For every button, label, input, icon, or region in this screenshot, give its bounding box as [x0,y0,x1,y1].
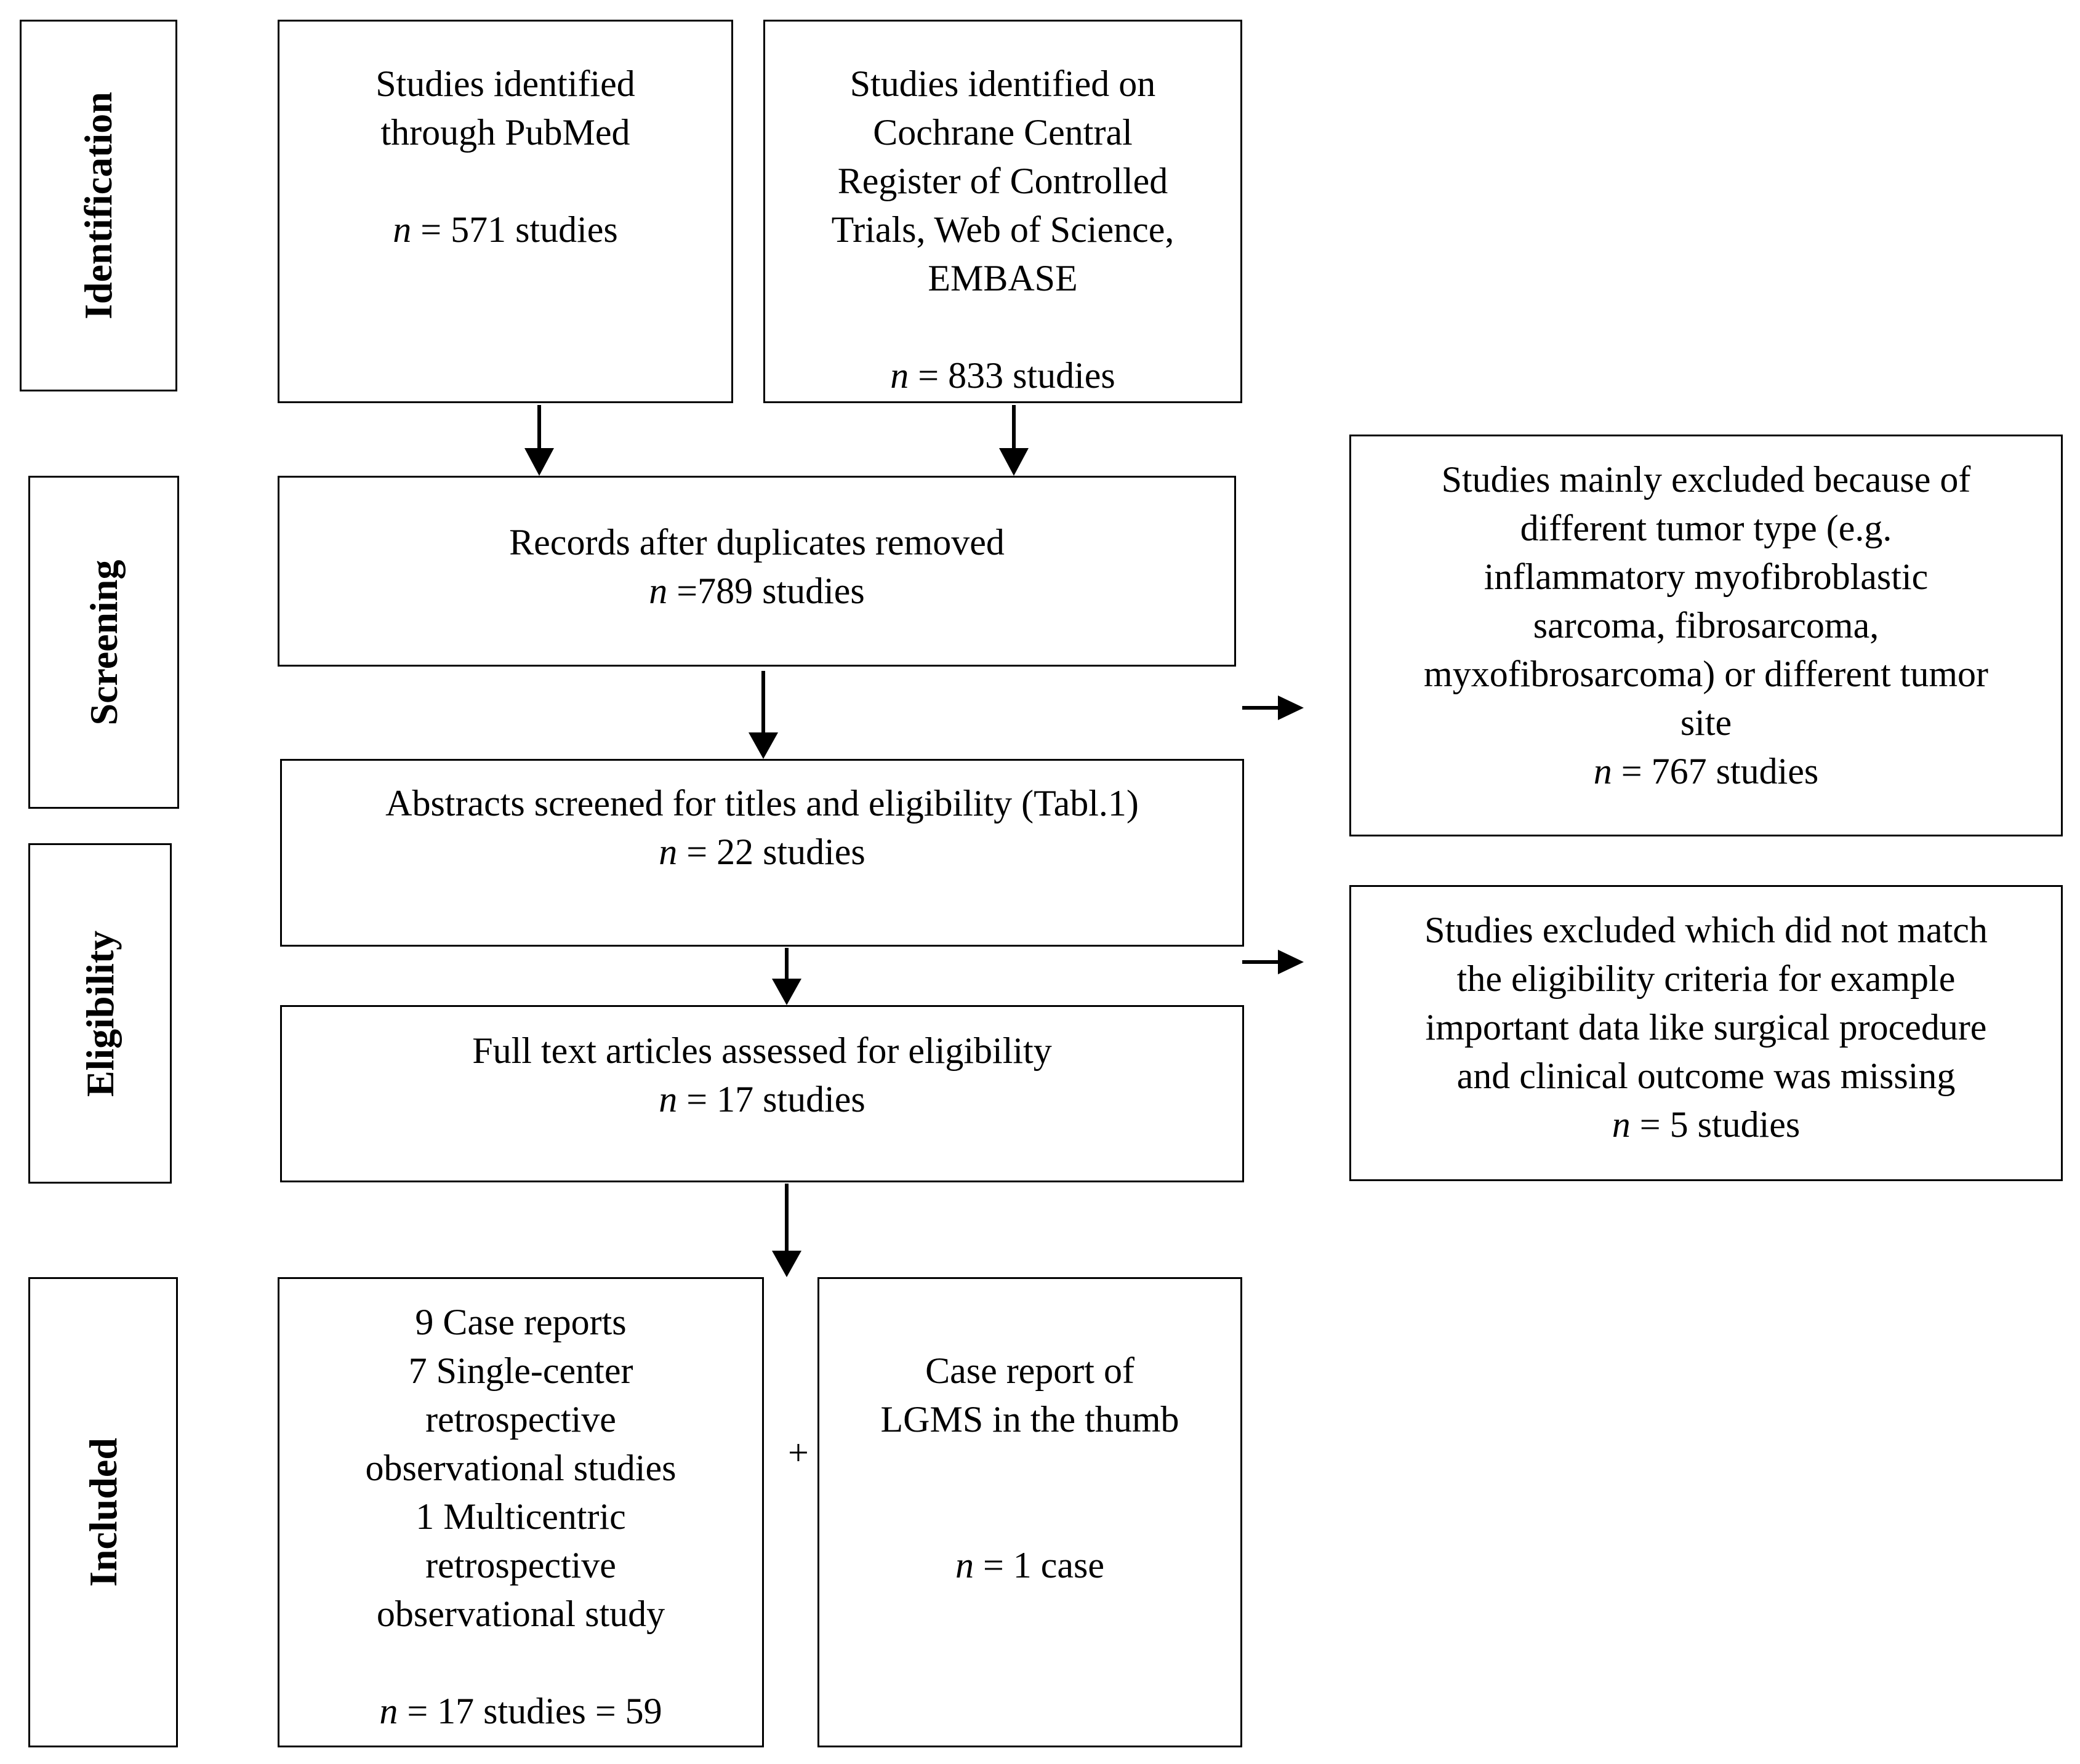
excluded-eligibility-line-3: important data like surgical procedure [1425,1007,1987,1048]
other-db-line-2: Cochrane Central [873,112,1133,153]
excluded-eligibility-count: n = 5 studies [1612,1104,1801,1145]
included-line-7: observational study [376,1594,665,1634]
other-db-line-1: Studies identified on [849,63,1156,104]
excluded-tumor-line-5: myxofibrosarcoma) or different tumor [1424,654,1988,694]
other-db-line-3: Register of Controlled [837,161,1168,201]
arrow-fulltext-to-included [772,1184,801,1277]
excluded-tumor-count: n = 767 studies [1593,751,1819,792]
arrow-duplicates-to-abstracts [749,671,778,759]
pubmed-count: n = 571 studies [393,209,618,250]
other-databases-box: Studies identified on Cochrane Central R… [763,20,1242,403]
included-line-4: observational studies [365,1448,677,1488]
arrow-to-excluded-tumor [1242,696,1304,720]
excluded-eligibility-line-4: and clinical outcome was missing [1456,1056,1956,1096]
included-count: n = 17 studies = 59 [379,1691,662,1731]
other-db-count: n = 833 studies [890,355,1115,396]
arrow-to-excluded-eligibility [1242,950,1304,974]
excluded-tumor-box: Studies mainly excluded because of diffe… [1349,435,2063,836]
excluded-eligibility-box: Studies excluded which did not match the… [1349,885,2063,1181]
arrow-abstracts-to-fulltext [772,948,801,1005]
pubmed-line-1: Studies identified [375,63,635,104]
abstracts-line: Abstracts screened for titles and eligib… [385,783,1139,824]
case-report-line-1: Case report of [925,1350,1134,1391]
included-line-2: 7 Single-center [408,1350,633,1391]
full-text-line: Full text articles assessed for eligibil… [472,1030,1052,1071]
included-line-1: 9 Case reports [415,1302,627,1342]
other-db-line-5: EMBASE [928,258,1078,299]
duplicates-count: n =789 studies [649,571,865,611]
duplicates-removed-box: Records after duplicates removed n =789 … [278,476,1236,667]
arrow-pubmed-to-duplicates [524,405,554,476]
stage-identification: Identification [20,20,177,391]
case-report-box: Case report of LGMS in the thumb n = 1 c… [817,1277,1242,1747]
plus-sign: + [788,1432,809,1473]
stage-eligibility: Eligibility [28,843,172,1184]
excluded-eligibility-line-1: Studies excluded which did not match [1424,910,1988,950]
stage-screening: Screening [28,476,179,809]
excluded-tumor-line-6: site [1680,702,1732,743]
included-line-5: 1 Multicentric [416,1496,626,1537]
case-report-line-2: LGMS in the thumb [880,1399,1179,1440]
pubmed-box: Studies identified through PubMed n = 57… [278,20,733,403]
excluded-tumor-line-3: inflammatory myofibroblastic [1484,556,1929,597]
duplicates-line: Records after duplicates removed [509,522,1005,563]
included-line-3: retrospective [425,1399,616,1440]
excluded-tumor-line-2: different tumor type (e.g. [1520,508,1892,548]
included-studies-box: 9 Case reports 7 Single-center retrospec… [278,1277,764,1747]
arrow-otherdb-to-duplicates [999,405,1029,476]
full-text-box: Full text articles assessed for eligibil… [280,1005,1244,1182]
included-line-6: retrospective [425,1545,616,1586]
excluded-tumor-line-1: Studies mainly excluded because of [1441,459,1971,500]
full-text-count: n = 17 studies [659,1079,865,1120]
case-report-count: n = 1 case [955,1545,1105,1586]
abstracts-screened-box: Abstracts screened for titles and eligib… [280,759,1244,947]
abstracts-count: n = 22 studies [659,832,865,872]
stage-included: Included [28,1277,178,1747]
other-db-line-4: Trials, Web of Science, [831,209,1175,250]
excluded-tumor-line-4: sarcoma, fibrosarcoma, [1533,605,1879,646]
pubmed-line-2: through PubMed [380,112,630,153]
excluded-eligibility-line-2: the eligibility criteria for example [1456,958,1956,999]
